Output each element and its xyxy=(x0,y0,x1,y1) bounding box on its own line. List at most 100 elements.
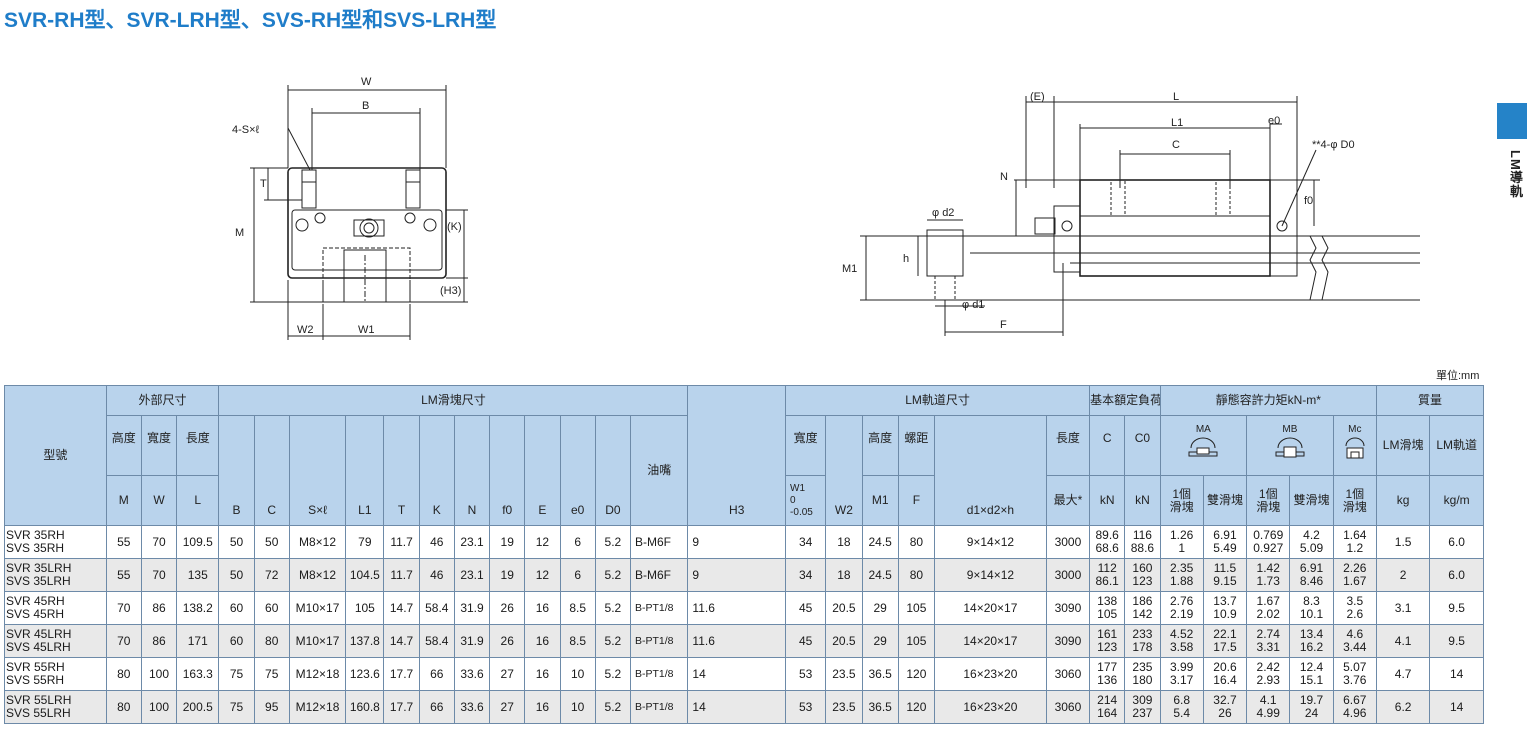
header-m: M xyxy=(105,475,142,526)
cell-m1: 24.5 xyxy=(861,525,899,559)
cell-maxlen: 3060 xyxy=(1045,657,1091,691)
cell-ma2: 11.5 9.15 xyxy=(1202,558,1248,592)
cell-d: 14×20×17 xyxy=(934,591,1047,625)
cell-w1: 53 xyxy=(785,690,827,724)
header-f: F xyxy=(897,475,936,526)
dim-l1: L1 xyxy=(1171,117,1183,129)
header-mass-rail: LM軌道 xyxy=(1429,415,1484,476)
cell-e: 12 xyxy=(524,525,561,559)
header-kn: kN xyxy=(1089,475,1126,526)
dim-w1: W1 xyxy=(358,324,375,336)
cell-mb2: 4.2 5.09 xyxy=(1289,525,1334,559)
cell-c0: 235 180 xyxy=(1124,657,1161,691)
side-view-drawing: (E) L L1 e0 C **4-φ D0 N f0 φ d2 h M1 φ … xyxy=(842,91,1420,336)
header-t: T xyxy=(383,415,420,526)
page-title: SVR-RH型、SVR-LRH型、SVS-RH型和SVS-LRH型 xyxy=(4,9,497,32)
header-d0: D0 xyxy=(594,415,631,526)
cell-f0: 19 xyxy=(489,558,526,592)
cell-d0: 5.2 xyxy=(594,558,631,592)
cell-w: 86 xyxy=(140,591,178,625)
cell-w: 86 xyxy=(140,624,178,658)
header-kn-2: kN xyxy=(1124,475,1161,526)
side-tab-label: LM導軌 xyxy=(1508,150,1523,199)
cell-kgm: 6.0 xyxy=(1429,558,1484,592)
header-mc: Mc xyxy=(1332,415,1377,476)
cell-w2: 20.5 xyxy=(825,624,863,658)
cell-e0: 10 xyxy=(559,657,596,691)
header-rail: LM軌道尺寸 xyxy=(785,385,1091,416)
cell-l1: 137.8 xyxy=(345,624,385,658)
cell-d: 16×23×20 xyxy=(934,657,1047,691)
header-ma-one: 1個 滑塊 xyxy=(1159,475,1204,526)
cell-d: 14×20×17 xyxy=(934,624,1047,658)
cell-b: 75 xyxy=(218,657,255,691)
cell-d: 9×14×12 xyxy=(934,525,1047,559)
cell-f0: 19 xyxy=(489,525,526,559)
mb-label: MB xyxy=(1282,424,1298,435)
cell-kgm: 9.5 xyxy=(1429,591,1484,625)
cell-c0: 116 88.6 xyxy=(1124,525,1161,559)
cell-c: 95 xyxy=(253,690,290,724)
cell-c0: 233 178 xyxy=(1124,624,1161,658)
cell-f: 80 xyxy=(897,558,936,592)
dim-c: C xyxy=(1172,139,1180,151)
cell-f: 105 xyxy=(897,591,936,625)
cell-k: 58.4 xyxy=(418,591,455,625)
mb-moment-icon xyxy=(1275,437,1305,458)
cell-h3: 9 xyxy=(687,558,787,592)
cell-h3: 11.6 xyxy=(687,624,787,658)
cell-mb2: 8.3 10.1 xyxy=(1289,591,1334,625)
cell-kgm: 6.0 xyxy=(1429,525,1484,559)
header-w2: W2 xyxy=(825,415,863,526)
cell-kg: 4.7 xyxy=(1375,657,1431,691)
header-rail-width: 寬度 xyxy=(785,415,827,476)
cell-n: 23.1 xyxy=(453,558,491,592)
header-ma-two: 雙滑塊 xyxy=(1202,475,1248,526)
cell-l1: 104.5 xyxy=(345,558,385,592)
cell-mb1: 2.74 3.31 xyxy=(1246,624,1291,658)
cell-e0: 6 xyxy=(559,525,596,559)
cell-ma1: 6.8 5.4 xyxy=(1159,690,1204,724)
cell-mb1: 4.1 4.99 xyxy=(1246,690,1291,724)
cell-e0: 8.5 xyxy=(559,591,596,625)
cell-f0: 27 xyxy=(489,690,526,724)
cell-e0: 6 xyxy=(559,558,596,592)
cell-d0: 5.2 xyxy=(594,690,631,724)
cell-model: SVR 35RH SVS 35RH xyxy=(4,525,107,559)
cell-cval: 138 105 xyxy=(1089,591,1126,625)
mc-moment-icon xyxy=(1345,437,1365,459)
header-w1: W1 0 -0.05 xyxy=(785,475,827,526)
cell-b: 60 xyxy=(218,624,255,658)
cell-m: 80 xyxy=(105,690,142,724)
cell-c: 60 xyxy=(253,591,290,625)
cell-grease: B-PT1/8 xyxy=(629,624,689,658)
cell-l: 135 xyxy=(176,558,220,592)
header-l: L xyxy=(176,475,220,526)
cell-m: 55 xyxy=(105,558,142,592)
cell-mb1: 1.67 2.02 xyxy=(1246,591,1291,625)
cell-d0: 5.2 xyxy=(594,657,631,691)
cell-mb2: 13.4 16.2 xyxy=(1289,624,1334,658)
cell-b: 75 xyxy=(218,690,255,724)
cell-model: SVR 55RH SVS 55RH xyxy=(4,657,107,691)
header-c-load: C xyxy=(1089,415,1126,476)
cell-c0: 186 142 xyxy=(1124,591,1161,625)
header-rail-height: 高度 xyxy=(861,415,899,476)
cell-mc1: 6.67 4.96 xyxy=(1332,690,1377,724)
dim-d1: φ d1 xyxy=(962,299,984,311)
cell-mc1: 1.64 1.2 xyxy=(1332,525,1377,559)
cell-f0: 26 xyxy=(489,591,526,625)
dim-m: M xyxy=(235,227,244,239)
dim-t: T xyxy=(260,178,267,190)
side-tab-marker[interactable] xyxy=(1497,103,1527,139)
cell-t: 11.7 xyxy=(383,558,420,592)
cell-w1: 53 xyxy=(785,657,827,691)
end-view-drawing: W B 4-S×ℓ T M (K) (H3) W2 W1 xyxy=(232,76,468,340)
cell-h3: 14 xyxy=(687,657,787,691)
cell-mc1: 2.26 1.67 xyxy=(1332,558,1377,592)
cell-m1: 29 xyxy=(861,591,899,625)
dim-h3: (H3) xyxy=(440,285,461,297)
cell-c: 80 xyxy=(253,624,290,658)
